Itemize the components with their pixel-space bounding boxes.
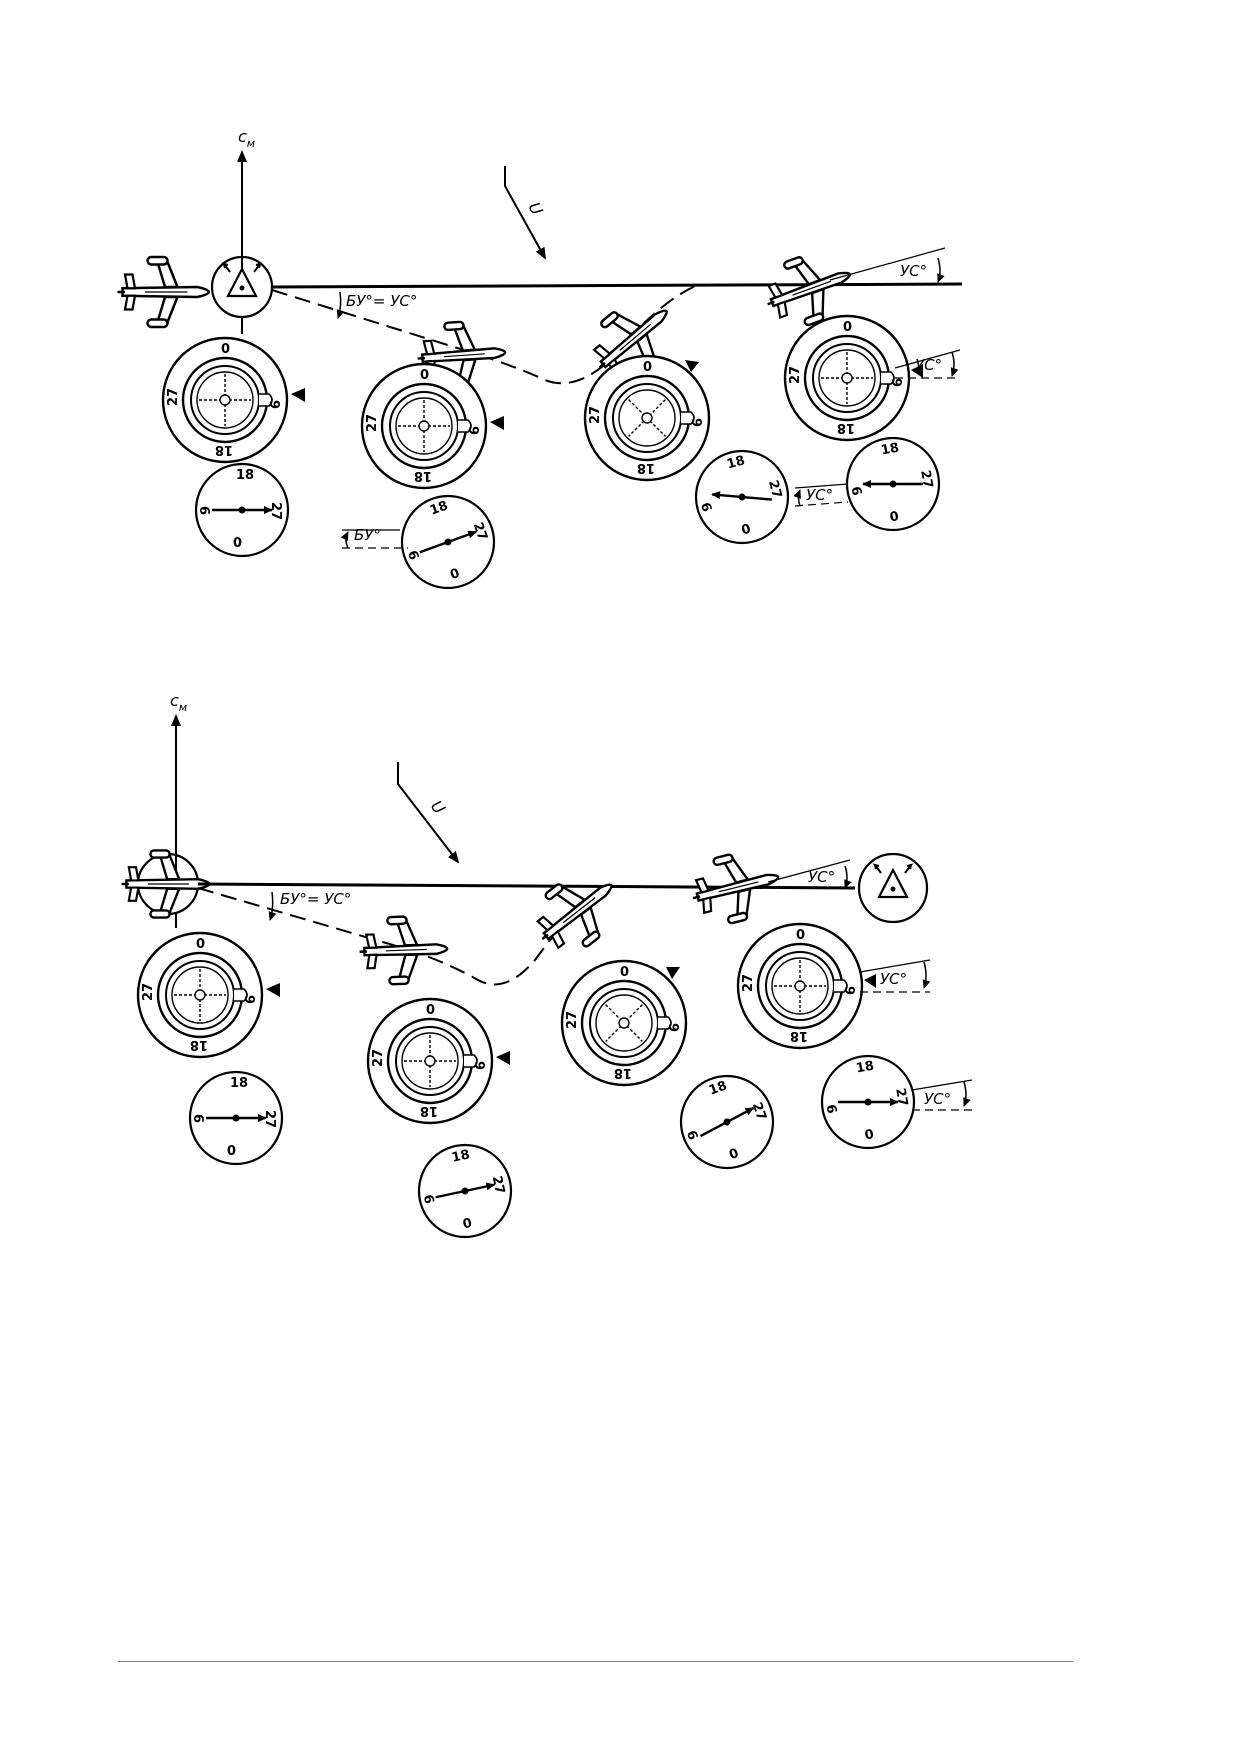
dial-mark-9: 9: [241, 995, 256, 1004]
wind-arrow: [397, 762, 460, 864]
dial-mark-27: 27: [371, 1049, 386, 1067]
drift-angle-label: БУ°= УС°: [346, 292, 417, 310]
dial-mark-9: 9: [825, 1103, 841, 1115]
dial-mark-9: 9: [888, 378, 903, 387]
dial-mark-27: 27: [166, 388, 181, 406]
radio-compass-dial: 0 9 18 27: [736, 922, 876, 1050]
dial-mark-18: 18: [190, 1037, 208, 1052]
meridian-label: см: [170, 691, 187, 714]
radio-compass-dial: 0 9 18 27: [366, 997, 510, 1125]
diagram-bottom: см БУ°= УС° U УС° 0 9 18 27: [120, 691, 973, 1239]
dial-mark-0: 0: [796, 928, 805, 943]
magnetic-compass-dial: 0 9 18 27: [820, 1054, 916, 1150]
dial-mark-27: 27: [892, 1087, 910, 1107]
dial-mark-27: 27: [741, 974, 756, 992]
dial-mark-0: 0: [233, 533, 242, 548]
dial-mark-9: 9: [471, 1061, 486, 1070]
dial-mark-9: 9: [193, 1114, 208, 1123]
heading-angle-label: УС°: [915, 356, 942, 374]
dial-mark-9: 9: [699, 500, 716, 513]
dial-mark-18: 18: [790, 1028, 808, 1043]
dial-mark-0: 0: [196, 937, 205, 952]
drift-angle-label: БУ°= УС°: [280, 890, 351, 908]
magnetic-compass-dial: 0 9 18 27: [694, 449, 790, 545]
dial-mark-27: 27: [565, 1011, 580, 1029]
heading-angle-label: УС°: [808, 868, 835, 886]
meridian-label: см: [238, 127, 255, 150]
dial-mark-18: 18: [880, 441, 900, 459]
dial-mark-9: 9: [841, 986, 856, 995]
dial-mark-0: 0: [461, 1213, 473, 1230]
dial-mark-0: 0: [863, 1125, 875, 1141]
heading-angle-label: УС°: [900, 262, 927, 280]
dial-mark-0: 0: [620, 965, 629, 980]
dial-mark-9: 9: [266, 400, 281, 409]
magnetic-compass-dial: 0 9 18 27: [845, 436, 941, 532]
radio-compass-dial: 0 9 18 27: [783, 314, 923, 442]
dial-mark-9: 9: [665, 1023, 680, 1032]
dial-mark-9: 9: [422, 1193, 439, 1205]
dial-mark-27: 27: [588, 406, 603, 424]
dial-mark-0: 0: [739, 519, 752, 536]
track-line: [271, 282, 963, 289]
radio-compass-dial: 0 9 18 27: [136, 931, 280, 1059]
actual-track: [271, 283, 701, 385]
dial-mark-18: 18: [230, 1076, 248, 1091]
footer-rule: [118, 1661, 1073, 1662]
dial-mark-18: 18: [707, 1078, 729, 1098]
heading-angle-label: УС°: [806, 486, 833, 504]
dial-mark-27: 27: [765, 479, 784, 500]
bearing-label: БУ°: [354, 526, 381, 544]
aircraft-icon: [120, 849, 211, 919]
dial-mark-18: 18: [855, 1059, 875, 1077]
dial-mark-18: 18: [420, 1103, 438, 1118]
heading-angle-label: УС°: [924, 1090, 951, 1108]
wind-label: U: [427, 797, 449, 818]
dial-mark-18: 18: [215, 442, 233, 457]
dial-mark-0: 0: [643, 360, 652, 375]
dial-mark-9: 9: [688, 418, 703, 427]
dial-mark-18: 18: [236, 468, 254, 483]
dial-mark-0: 0: [888, 507, 900, 523]
dial-mark-18: 18: [637, 460, 655, 475]
dial-mark-9: 9: [850, 485, 866, 497]
dial-mark-18: 18: [450, 1147, 471, 1165]
wind-arrow: [504, 166, 546, 260]
dial-mark-18: 18: [414, 468, 432, 483]
dial-mark-27: 27: [788, 366, 803, 384]
dial-mark-27: 27: [141, 983, 156, 1001]
dial-mark-0: 0: [221, 342, 230, 357]
radio-compass-dial: 0 9 18 27: [583, 354, 711, 482]
dial-mark-18: 18: [725, 453, 746, 472]
dial-mark-27: 27: [365, 414, 380, 432]
radio-beacon-icon: [857, 852, 929, 924]
dial-mark-0: 0: [843, 320, 852, 335]
dial-mark-9: 9: [199, 506, 214, 515]
dial-mark-27: 27: [917, 469, 935, 489]
dial-mark-18: 18: [614, 1065, 632, 1080]
dial-mark-0: 0: [420, 368, 429, 383]
aircraft-icon: [520, 857, 634, 967]
radio-compass-dial: 0 9 18 27: [161, 336, 305, 464]
aircraft-icon: [357, 913, 450, 987]
actual-track: [197, 887, 601, 986]
radio-compass-dial: 0 9 18 27: [360, 362, 504, 490]
dial-mark-0: 0: [426, 1003, 435, 1018]
radio-compass-dial: 0 9 18 27: [560, 959, 688, 1087]
wind-label: U: [524, 199, 546, 219]
dial-mark-18: 18: [837, 420, 855, 435]
dial-mark-27: 27: [749, 1100, 769, 1122]
aircraft-icon: [116, 255, 210, 329]
diagram-top: см БУ°= УС° U УС° 0 9 18 27 0 9 18 27: [116, 127, 963, 590]
dial-mark-0: 0: [227, 1141, 236, 1156]
dial-mark-18: 18: [428, 498, 450, 518]
heading-angle-label: УС°: [880, 970, 907, 988]
dial-mark-9: 9: [465, 426, 480, 435]
